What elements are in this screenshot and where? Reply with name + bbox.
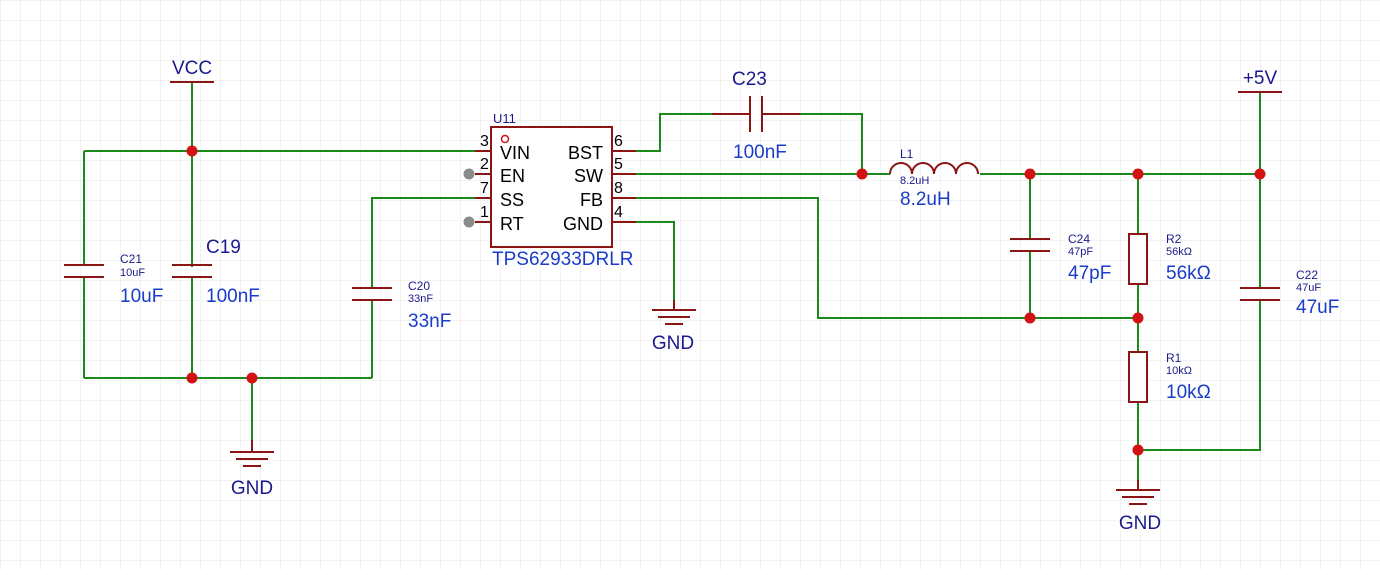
c21-value: 10uF [120,286,163,307]
inductor-l1[interactable]: L1 8.2uH 8.2uH [889,147,979,210]
ground-label-right: GND [1119,513,1161,534]
junction-dot [1132,444,1144,456]
junction-dot [1024,312,1036,324]
unconnected-pin-en[interactable] [463,168,475,180]
ground-symbol-ic: GND [652,300,696,354]
resistor-r2[interactable]: R2 56kΩ 56kΩ [1128,232,1211,285]
net-plus5v: +5V [1238,68,1282,93]
unconnected-pin-rt[interactable] [463,216,475,228]
l1-designator: L1 [900,147,914,161]
pin-name-bst: BST [568,143,603,163]
ground-symbol-left: GND [230,440,274,499]
pin-name-ss: SS [500,190,524,210]
c22-designator: C22 [1296,268,1318,282]
pin1-marker [500,134,510,144]
l1-small-value: 8.2uH [900,175,929,187]
wire-c22-bottom [1138,300,1261,451]
r1-value: 10kΩ [1166,382,1211,403]
pin-num-bst: 6 [614,133,623,150]
c20-small-value: 33nF [408,293,433,305]
junction-dot [1132,312,1144,324]
capacitor-c20[interactable]: C20 33nF 33nF [352,279,451,332]
net-label-vcc: VCC [172,58,212,79]
pin-name-en: EN [500,166,525,186]
c23-value: 100nF [733,142,787,163]
pin-name-fb: FB [580,190,603,210]
pin-num-fb: 8 [614,180,623,197]
pin-name-sw: SW [574,166,603,186]
ic-body [490,126,613,248]
ic-designator: U11 [493,111,516,126]
capacitor-c22[interactable]: C22 47uF 47uF [1240,268,1339,318]
capacitor-c19[interactable]: C19 100nF [172,237,260,307]
junction-dot [1254,168,1266,180]
resistor-r1[interactable]: R1 10kΩ 10kΩ [1128,351,1211,403]
pin-num-rt: 1 [480,204,489,221]
c24-designator: C24 [1068,232,1090,246]
net-vcc: VCC [170,58,214,83]
junction-dot [1132,168,1144,180]
c22-value: 47uF [1296,297,1339,318]
ic-part-number: TPS62933DRLR [492,249,634,270]
capacitor-c24[interactable]: C24 47pF 47pF [1010,232,1111,284]
r1-small-value: 10kΩ [1166,365,1192,377]
net-label-plus5v: +5V [1243,68,1278,89]
junction-dot [1024,168,1036,180]
c21-designator: C21 [120,252,142,266]
wire-ss [371,197,475,288]
junctions [186,145,1266,456]
ground-label-left: GND [231,478,273,499]
wire-fb [636,197,1138,319]
ic-u11[interactable]: U11 TPS62933DRLR 3 2 7 1 VIN EN SS RT 6 … [475,111,636,270]
pin-num-en: 2 [480,156,489,173]
pin-num-sw: 5 [614,156,623,173]
c24-small-value: 47pF [1068,246,1093,258]
pin-name-vin: VIN [500,143,530,163]
c20-designator: C20 [408,279,430,293]
c21-small-value: 10uF [120,267,145,279]
pin-num-gnd: 4 [614,204,623,221]
pin-name-gnd: GND [563,214,603,234]
pin-num-vin: 3 [480,133,489,150]
c24-value: 47pF [1068,263,1111,284]
r2-designator: R2 [1166,232,1182,246]
ground-label-ic: GND [652,333,694,354]
capacitor-c21[interactable]: C21 10uF 10uF [64,252,163,307]
c22-small-value: 47uF [1296,282,1321,294]
r2-small-value: 56kΩ [1166,246,1192,258]
c19-designator: C19 [206,237,241,258]
c20-value: 33nF [408,311,451,332]
r2-value: 56kΩ [1166,263,1211,284]
c23-designator: C23 [732,69,767,90]
junction-dot [186,145,198,157]
wire-bst [636,113,750,152]
r1-designator: R1 [1166,351,1182,365]
wire-ic-gnd [636,221,675,300]
junction-dot [186,372,198,384]
c19-value: 100nF [206,286,260,307]
capacitor-c23[interactable]: C23 100nF [712,69,800,163]
pin-num-ss: 7 [480,180,489,197]
l1-value: 8.2uH [900,189,951,210]
junction-dot [856,168,868,180]
junction-dot [246,372,258,384]
ground-symbol-right: GND [1116,480,1161,534]
pin-name-rt: RT [500,214,524,234]
